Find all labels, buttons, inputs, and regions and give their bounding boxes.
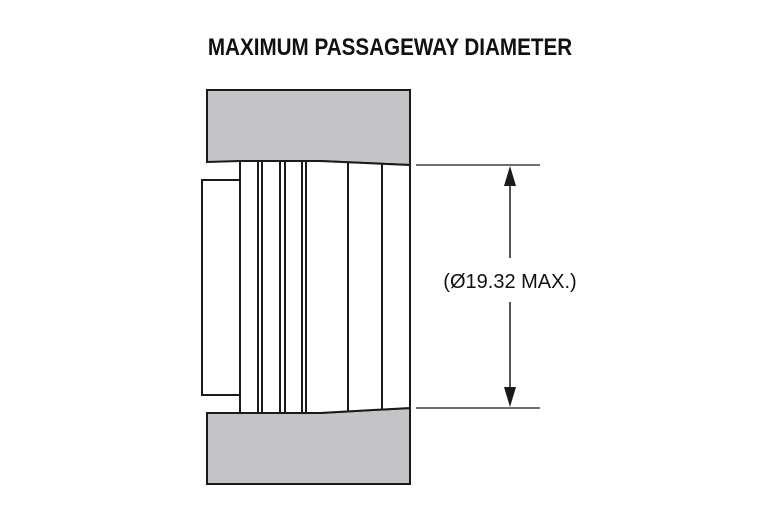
top-housing (206, 89, 411, 167)
left-flange (201, 179, 241, 396)
arrow-up-icon (504, 166, 516, 186)
ring-grooves (257, 161, 383, 413)
diagram-title: MAXIMUM PASSAGEWAY DIAMETER (207, 34, 573, 61)
dimension-label: (Ø19.32 MAX.) (443, 271, 576, 293)
bottom-housing (206, 406, 411, 485)
bore-outline (239, 160, 411, 414)
arrow-down-icon (504, 387, 516, 407)
